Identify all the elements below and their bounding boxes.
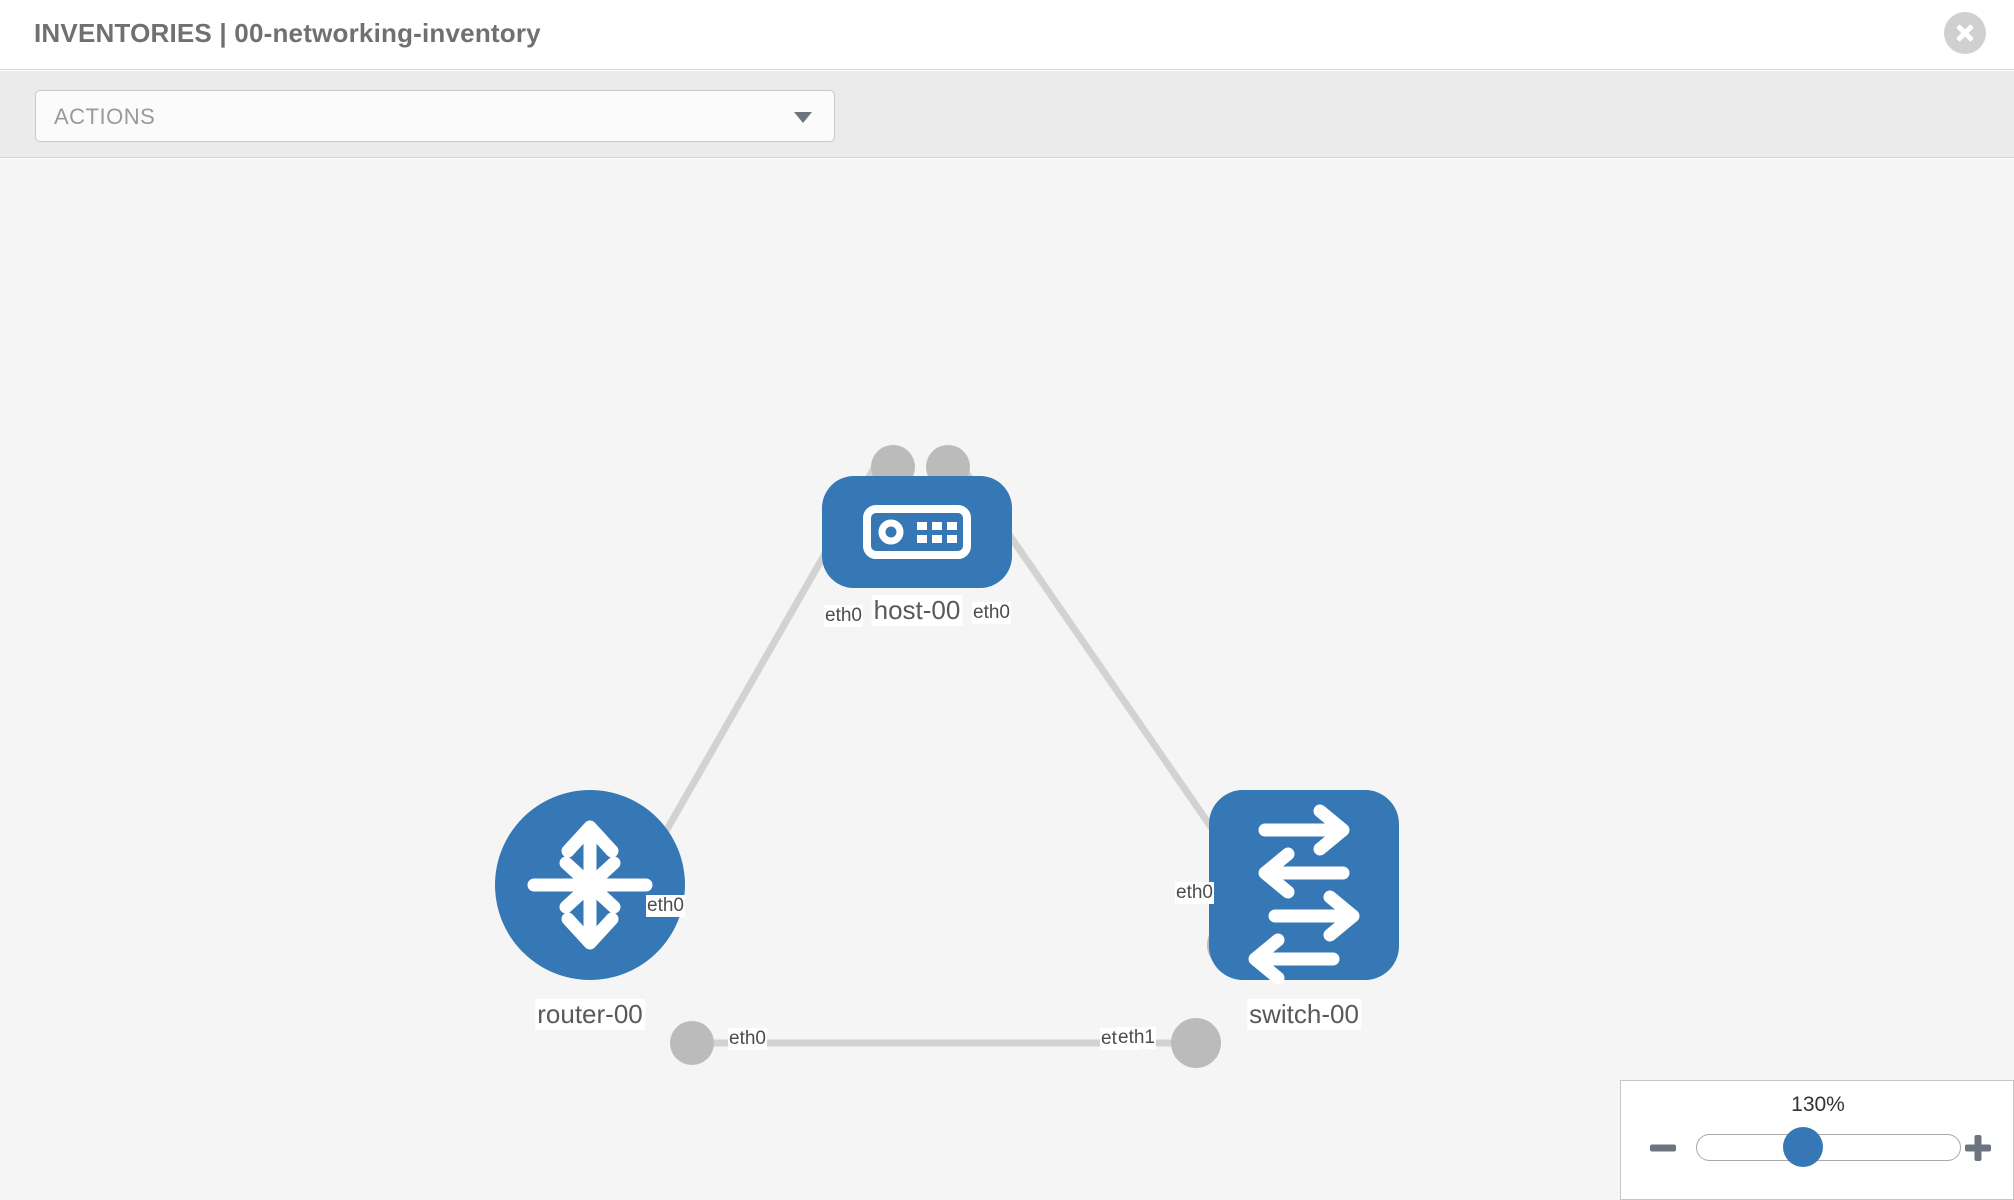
node-host-00 xyxy=(822,476,1012,588)
actions-dropdown-label: ACTIONS xyxy=(54,104,156,129)
node-label-router-00: router-00 xyxy=(535,999,645,1030)
iface-label-switch-uplink: eth0 xyxy=(1175,882,1214,904)
node-router-00 xyxy=(495,790,685,980)
close-icon[interactable] xyxy=(1944,12,1986,54)
zoom-level-value: 130% xyxy=(1791,1093,1845,1116)
page-header: INVENTORIES | 00-networking-inventory xyxy=(0,0,2014,70)
page-title: INVENTORIES | 00-networking-inventory xyxy=(34,18,541,48)
switch-arrows-icon xyxy=(1248,804,1360,985)
iface-label-host-right: eth0 xyxy=(972,602,1011,624)
zoom-slider-track[interactable] xyxy=(1696,1134,1961,1161)
iface-label-switch-eth1: eth1 xyxy=(1117,1027,1156,1049)
actions-dropdown[interactable]: ACTIONS xyxy=(35,90,835,142)
iface-label-router-eth0: eth0 xyxy=(728,1028,767,1050)
minus-icon[interactable] xyxy=(1646,1131,1680,1165)
zoom-control-panel: 130% xyxy=(1620,1080,2014,1200)
node-label-host-00: host-00 xyxy=(871,595,963,626)
iface-label-router-uplink: eth0 xyxy=(646,895,685,917)
iface-label-host-left: eth0 xyxy=(824,605,863,627)
topology-canvas[interactable]: host-00 router-00 switch-00 eth0 eth0 et… xyxy=(0,159,2014,1200)
node-switch-00 xyxy=(1209,790,1399,985)
router-arrows-icon xyxy=(527,820,653,950)
toolbar: ACTIONS SEARCH xyxy=(0,71,2014,213)
chevron-down-icon xyxy=(794,112,812,123)
plus-icon[interactable] xyxy=(1961,1131,1995,1165)
connector-router-right xyxy=(670,1021,714,1065)
node-label-switch-00: switch-00 xyxy=(1247,999,1361,1030)
zoom-slider-handle[interactable] xyxy=(1783,1127,1823,1167)
connector-switch-left xyxy=(1171,1018,1221,1068)
server-icon xyxy=(863,505,971,559)
topology-graph xyxy=(495,445,1399,1068)
